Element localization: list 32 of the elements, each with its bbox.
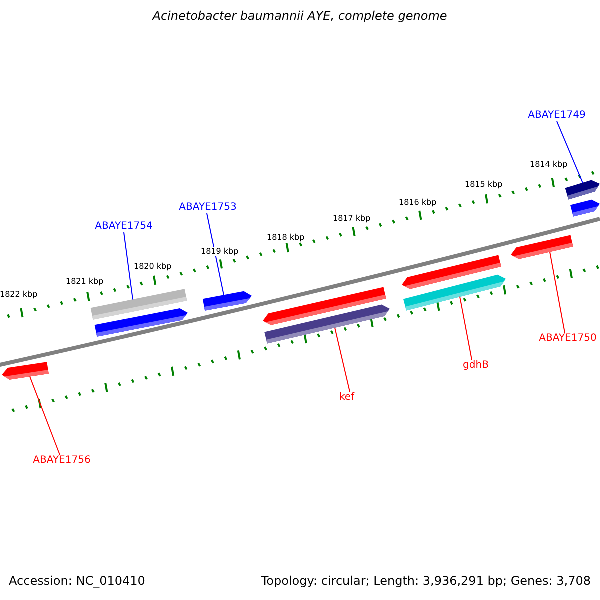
gene-feature bbox=[565, 180, 600, 200]
leader-line bbox=[556, 121, 584, 184]
gene-label: ABAYE1753 bbox=[179, 202, 237, 214]
scale-label: 1822 kbp bbox=[0, 290, 38, 300]
gene-feature bbox=[94, 308, 188, 337]
gene-feature bbox=[202, 291, 252, 311]
scale-label: 1817 kbp bbox=[333, 214, 371, 224]
gene-label: ABAYE1754 bbox=[95, 221, 153, 232]
scale-label: 1819 kbp bbox=[201, 247, 239, 256]
gene-label: kef bbox=[339, 392, 355, 404]
scale-label: 1820 kbp bbox=[134, 262, 172, 272]
gene-label: ABAYE1749 bbox=[528, 110, 586, 122]
scale-label: 1814 kbp bbox=[530, 160, 568, 170]
diagram-title: Acinetobacter baumannii AYE, complete genome bbox=[152, 10, 448, 24]
leader-line bbox=[334, 327, 350, 392]
leader-line bbox=[30, 376, 60, 456]
gene-feature bbox=[404, 274, 506, 311]
leader-line bbox=[550, 252, 566, 334]
scale-label: 1815 kbp bbox=[465, 180, 503, 190]
scale-label: 1816 kbp bbox=[399, 198, 437, 208]
gene-feature bbox=[264, 304, 390, 344]
gene-feature bbox=[511, 235, 574, 260]
footer-text: Topology: circular; Length: 3,936,291 bp; Genes: 3,708 bbox=[261, 575, 591, 589]
gene-label: ABAYE1750 bbox=[539, 333, 597, 344]
scale-label: 1821 kbp bbox=[66, 277, 104, 286]
gene-label: ABAYE1756 bbox=[33, 455, 91, 466]
footer-text: Accession: NC_010410 bbox=[9, 575, 146, 589]
gene-label: gdhB bbox=[463, 360, 489, 372]
gene-feature bbox=[2, 362, 49, 380]
gene-feature bbox=[570, 200, 600, 217]
leader-line bbox=[206, 213, 224, 296]
scale-label: 1818 kbp bbox=[267, 233, 305, 242]
